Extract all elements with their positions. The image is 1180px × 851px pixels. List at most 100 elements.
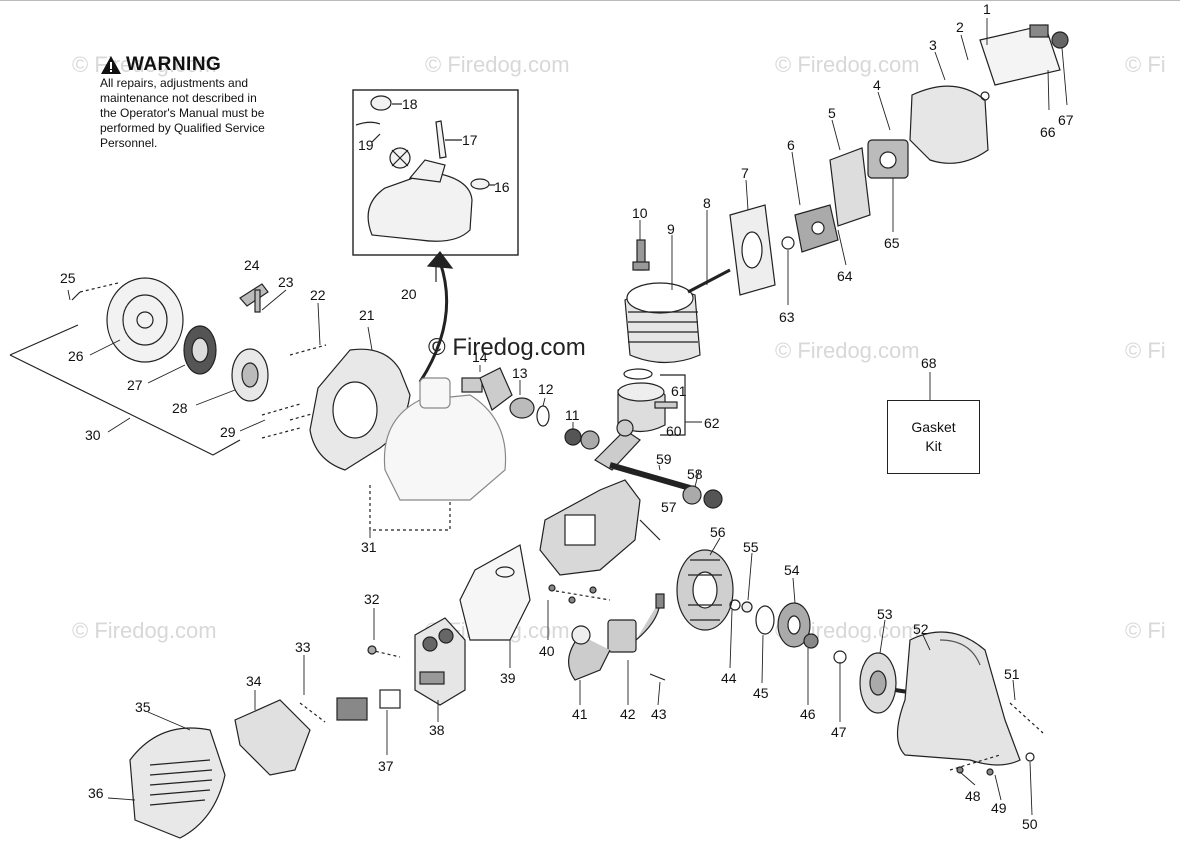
callout-label: 40 [539, 643, 555, 659]
callout-label: 20 [401, 286, 417, 302]
warning-notice: WARNING All repairs, adjustments and mai… [100, 54, 300, 151]
piston-kit-bracket [660, 374, 686, 436]
callout-label: 34 [246, 673, 262, 689]
callout-label: 62 [704, 415, 720, 431]
rope-pulley-part [231, 348, 269, 402]
air-filter-cover-part [909, 85, 989, 164]
callout-label: 38 [429, 722, 445, 738]
cylinder-part [624, 282, 701, 364]
callout-label: 11 [565, 407, 580, 423]
warning-text: All repairs, adjustments and maintenance… [100, 76, 265, 150]
watermark: © Firedog.com [72, 618, 217, 643]
watermark: © Firedog.com [425, 52, 570, 77]
fan-housing-part [309, 348, 411, 471]
callout-label: 67 [1058, 112, 1074, 128]
callout-label: 50 [1022, 816, 1038, 832]
crankcase-part [539, 479, 641, 576]
clutch-cover-part [896, 631, 1021, 766]
starter-housing-part [106, 277, 184, 363]
callout-label: 61 [671, 383, 687, 399]
callout-label: 37 [378, 758, 394, 774]
intake-adapter-part [794, 204, 839, 253]
carburetor-part [867, 139, 909, 179]
callout-label: 41 [572, 706, 588, 722]
watermark: © Firedog.com [775, 338, 920, 363]
assembly-30-bracket [9, 324, 79, 356]
watermark: © Firedog.com [775, 52, 920, 77]
callout-label: 28 [172, 400, 188, 416]
callout-label: 19 [358, 137, 374, 153]
gasket-kit-line1: Gasket [911, 419, 956, 435]
callout-label: 49 [991, 800, 1007, 816]
callout-label: 53 [877, 606, 893, 622]
watermark: © Firedog.com [72, 52, 217, 77]
callout-label: 52 [913, 621, 929, 637]
callout-label: 51 [1004, 666, 1020, 682]
spark-plug-part [632, 239, 650, 271]
inset-fuel-tank-box [352, 89, 519, 256]
callout-label: 7 [741, 165, 749, 181]
callout-label: 64 [837, 268, 853, 284]
watermark: © Fi [1125, 618, 1166, 643]
callout-label: 47 [831, 724, 847, 740]
callout-label: 56 [710, 524, 726, 540]
callout-label: 54 [784, 562, 800, 578]
callout-labels: 1 2 3 4 5 6 7 8 9 10 11 12 13 14 16 17 1… [60, 1, 1074, 832]
callout-label: 63 [779, 309, 795, 325]
callout-label: 43 [651, 706, 667, 722]
callout-label: 2 [956, 19, 964, 35]
heat-shield-part [459, 544, 531, 641]
callout-label: 22 [310, 287, 326, 303]
callout-label: 48 [965, 788, 981, 804]
callout-label: 21 [359, 307, 375, 323]
callout-label: 1 [983, 1, 991, 17]
callout-label: 42 [620, 706, 636, 722]
callout-label: 10 [632, 205, 648, 221]
flywheel-part [676, 549, 734, 631]
callout-label: 18 [402, 96, 418, 112]
callout-label: 17 [462, 132, 478, 148]
ignition-coil-part [568, 593, 665, 681]
recoil-spring-part [183, 325, 217, 375]
carburetor-gasket-part [829, 147, 871, 227]
callout-label: 60 [666, 423, 682, 439]
callout-label: 66 [1040, 124, 1056, 140]
callout-label: 46 [800, 706, 816, 722]
callout-label: 57 [661, 499, 677, 515]
callout-label: 68 [921, 355, 937, 371]
callout-label: 6 [787, 137, 795, 153]
watermark: © Fi [1125, 52, 1166, 77]
clutch-part [777, 602, 811, 648]
flywheel-side-part [461, 367, 513, 411]
callout-label: 44 [721, 670, 737, 686]
intake-gasket-part [729, 204, 776, 296]
callout-label: 25 [60, 270, 76, 286]
callout-label: 39 [500, 670, 516, 686]
callout-label: 8 [703, 195, 711, 211]
callout-label: 16 [494, 179, 510, 195]
callout-label: 27 [127, 377, 143, 393]
callout-label: 59 [656, 451, 672, 467]
crankcase-frame-part [383, 377, 507, 501]
crankshaft-part [594, 419, 691, 491]
front-cover-part [129, 727, 226, 839]
callout-label: 26 [68, 348, 84, 364]
callout-label: 4 [873, 77, 881, 93]
callout-label: 30 [85, 427, 101, 443]
callout-label: 23 [278, 274, 294, 290]
gasket-kit-line2: Kit [925, 438, 942, 454]
callout-label: 65 [884, 235, 900, 251]
callout-label: 36 [88, 785, 104, 801]
warning-heading: WARNING [100, 54, 300, 76]
callout-label: 55 [743, 539, 759, 555]
warning-triangle-icon [101, 56, 121, 74]
air-filter-part [979, 24, 1061, 86]
starter-handle-part [239, 283, 269, 313]
gasket-kit-box: Gasket Kit [887, 400, 980, 474]
callout-label: 3 [929, 37, 937, 53]
callout-label: 33 [295, 639, 311, 655]
callout-label: 13 [512, 365, 528, 381]
callout-label: 12 [538, 381, 554, 397]
